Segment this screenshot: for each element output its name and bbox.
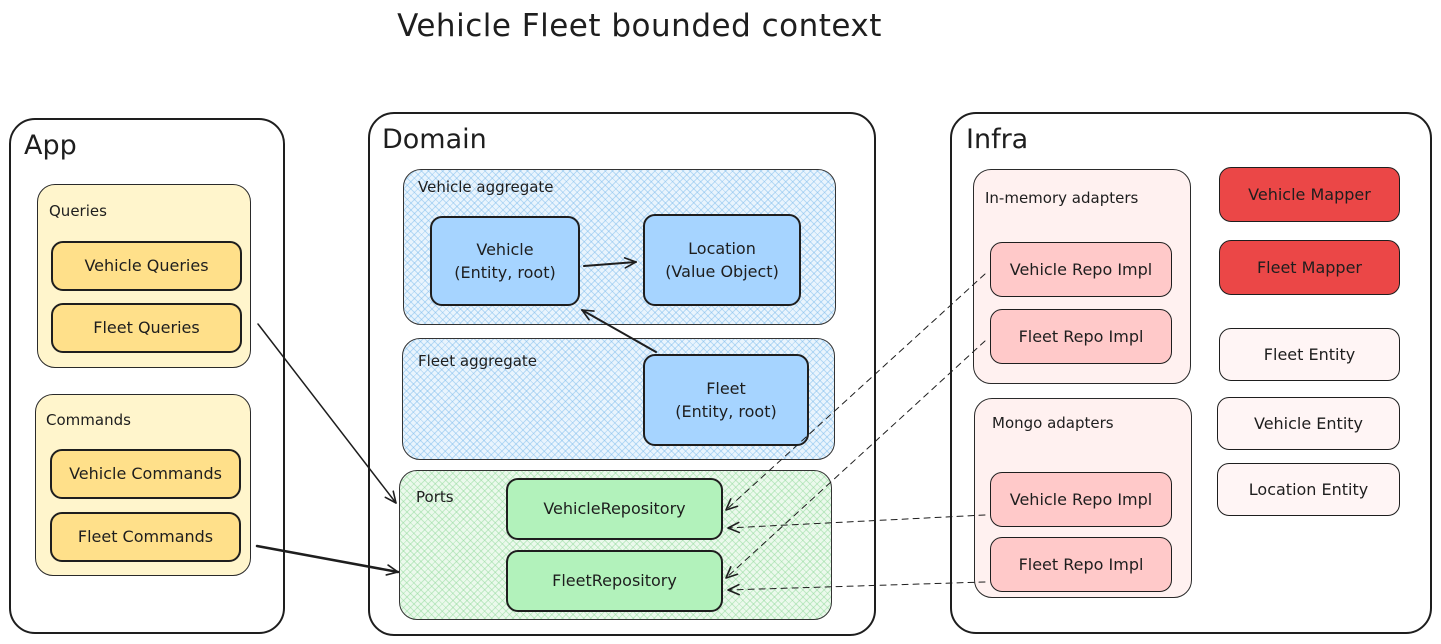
in-memory-vehicle-repo-impl-box[interactable]: Vehicle Repo Impl [990, 242, 1172, 297]
vehicle-repository-port-box[interactable]: VehicleRepository [506, 478, 723, 540]
in-memory-adapters-label: In-memory adapters [985, 189, 1139, 207]
fleet-aggregate-label: Fleet aggregate [418, 352, 538, 370]
fleet-entity-infra-box[interactable]: Fleet Entity [1219, 328, 1400, 381]
vehicle-aggregate-label: Vehicle aggregate [418, 178, 554, 196]
in-memory-vehicle-impl-to-vehicle-repository [725, 273, 986, 511]
vehicle-commands-box[interactable]: Vehicle Commands [50, 449, 241, 499]
in-memory-fleet-repo-impl-box[interactable]: Fleet Repo Impl [990, 309, 1172, 364]
mongo-adapters-label: Mongo adapters [992, 414, 1114, 432]
domain-panel-label: Domain [382, 124, 487, 155]
queries-group-label: Queries [49, 202, 107, 220]
fleet-to-vehicle-arrow [581, 309, 657, 353]
commands-group-label: Commands [46, 411, 131, 429]
ports-group-label: Ports [416, 488, 454, 506]
diagram-title-text: Vehicle Fleet bounded context [397, 8, 882, 44]
fleet-commands-to-ports-arrow [255, 544, 400, 576]
vehicle-mapper-box[interactable]: Vehicle Mapper [1219, 167, 1400, 222]
fleet-queries-to-ports-arrow [257, 323, 397, 504]
location-entity-infra-box[interactable]: Location Entity [1217, 463, 1400, 516]
diagram-title: Vehicle Fleet bounded context [0, 8, 1441, 44]
fleet-queries-box[interactable]: Fleet Queries [51, 303, 242, 353]
vehicle-to-location-arrow [583, 257, 637, 269]
mongo-vehicle-impl-to-vehicle-repository [727, 514, 986, 534]
fleet-repository-port-box[interactable]: FleetRepository [506, 550, 723, 612]
location-value-object-box[interactable]: Location (Value Object) [643, 214, 801, 306]
fleet-entity-box[interactable]: Fleet (Entity, root) [643, 354, 809, 446]
mongo-vehicle-repo-impl-box[interactable]: Vehicle Repo Impl [990, 472, 1172, 527]
fleet-commands-box[interactable]: Fleet Commands [50, 512, 241, 562]
app-panel-label: App [24, 130, 77, 161]
infra-panel-label: Infra [966, 124, 1029, 155]
mongo-fleet-repo-impl-box[interactable]: Fleet Repo Impl [990, 537, 1172, 592]
mongo-fleet-impl-to-fleet-repository [727, 581, 986, 596]
vehicle-entity-box[interactable]: Vehicle (Entity, root) [430, 216, 580, 306]
vehicle-entity-infra-box[interactable]: Vehicle Entity [1217, 397, 1400, 450]
vehicle-queries-box[interactable]: Vehicle Queries [51, 241, 242, 291]
fleet-mapper-box[interactable]: Fleet Mapper [1219, 240, 1400, 295]
in-memory-fleet-impl-to-fleet-repository [725, 340, 986, 579]
